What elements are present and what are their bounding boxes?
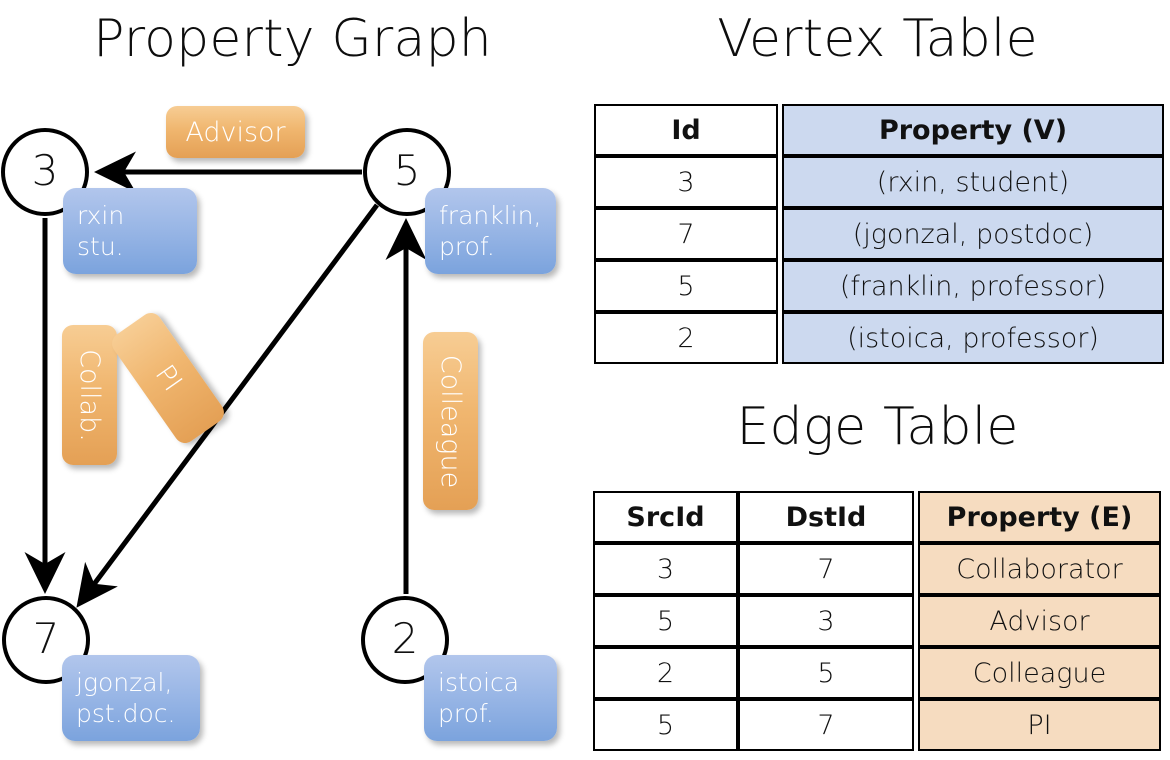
edge-label-advisor: Advisor	[166, 106, 305, 158]
edge-5-to-7-pi	[76, 203, 380, 608]
table-row: 5 (franklin, professor)	[594, 260, 1164, 312]
table-row: 3 (rxin, student)	[594, 156, 1164, 208]
page-title-vertex-table: Vertex Table	[717, 9, 1038, 69]
cell-id: 2	[594, 312, 778, 364]
page-title-edge-table: Edge Table	[736, 397, 1019, 457]
edge-label-text: Collab.	[74, 348, 105, 442]
cell-dstid: 3	[738, 595, 914, 647]
cell-dstid: 7	[738, 699, 914, 751]
graph-node-5[interactable]: 5	[363, 128, 451, 216]
table-row: 2 5 Colleague	[593, 647, 1161, 699]
cell-srcid: 5	[593, 699, 738, 751]
cell-srcid: 5	[593, 595, 738, 647]
edge-label-collab: Collab.	[62, 325, 117, 465]
cell-property: PI	[918, 699, 1161, 751]
cell-srcid: 2	[593, 647, 738, 699]
cell-id: 5	[594, 260, 778, 312]
property-graph-panel: Property Graph 3 5 7 2 rxin stu. fr	[1, 9, 557, 741]
vertex-table: Id Property (V) 3 (rxin, student) 7 (jgo…	[594, 104, 1164, 364]
cell-property: Colleague	[918, 647, 1161, 699]
table-row: 5 7 PI	[593, 699, 1161, 751]
node-property-line2: prof.	[438, 699, 494, 728]
cell-id: 3	[594, 156, 778, 208]
column-header-srcid: SrcId	[593, 491, 738, 543]
graph-edges-svg	[24, 151, 427, 608]
node-property-line1: franklin,	[439, 201, 542, 230]
edge-label-text: Colleague	[435, 354, 466, 488]
node-property-line2: stu.	[77, 232, 124, 261]
column-header-dstid: DstId	[738, 491, 914, 543]
cell-dstid: 5	[738, 647, 914, 699]
page-title-property-graph: Property Graph	[93, 9, 492, 69]
node-property-line2: pst.doc.	[76, 699, 176, 728]
node-property-jgonzal: jgonzal, pst.doc.	[62, 655, 200, 741]
table-row: 7 (jgonzal, postdoc)	[594, 208, 1164, 260]
cell-property: (istoica, professor)	[782, 312, 1164, 364]
cell-property: Advisor	[918, 595, 1161, 647]
table-header-row: SrcId DstId Property (E)	[593, 491, 1161, 543]
node-property-line2: prof.	[439, 232, 495, 261]
column-header-property-v: Property (V)	[782, 104, 1164, 156]
cell-property: (franklin, professor)	[782, 260, 1164, 312]
node-property-istoica: istoica prof.	[424, 655, 557, 741]
column-header-property-e: Property (E)	[918, 491, 1161, 543]
edge-table: SrcId DstId Property (E) 3 7 Collaborato…	[593, 491, 1161, 751]
node-property-line1: jgonzal,	[76, 668, 173, 697]
cell-property: (jgonzal, postdoc)	[782, 208, 1164, 260]
column-header-id: Id	[594, 104, 778, 156]
graph-node-2[interactable]: 2	[361, 596, 449, 684]
table-row: 5 3 Advisor	[593, 595, 1161, 647]
table-row: 3 7 Collaborator	[593, 543, 1161, 595]
edge-label-text: Advisor	[185, 116, 286, 148]
node-property-franklin: franklin, prof.	[425, 188, 556, 274]
table-header-row: Id Property (V)	[594, 104, 1164, 156]
node-property-line1: istoica	[438, 668, 520, 697]
cell-property: (rxin, student)	[782, 156, 1164, 208]
node-property-rxin: rxin stu.	[63, 188, 197, 274]
node-property-line1: rxin	[77, 201, 125, 230]
edge-label-colleague: Colleague	[423, 332, 478, 510]
table-row: 2 (istoica, professor)	[594, 312, 1164, 364]
edge-label-text: PI	[148, 359, 188, 397]
cell-dstid: 7	[738, 543, 914, 595]
cell-id: 7	[594, 208, 778, 260]
cell-srcid: 3	[593, 543, 738, 595]
cell-property: Collaborator	[918, 543, 1161, 595]
